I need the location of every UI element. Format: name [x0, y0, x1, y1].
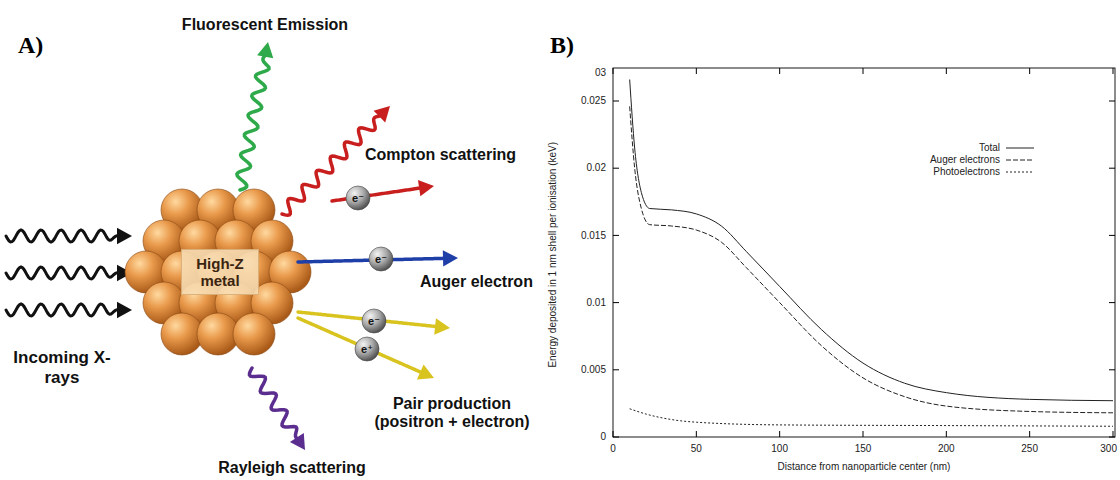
process-label: Compton scattering	[365, 146, 516, 164]
particle-ball	[369, 247, 393, 271]
y-tick-label: 0.015	[581, 230, 606, 242]
axis-title: Energy deposited in 1 nm shell per ionis…	[547, 142, 559, 368]
x-tick-label: 0	[610, 443, 616, 455]
x-tick	[696, 68, 697, 74]
y-tick	[613, 101, 619, 102]
fluorescence-wave-head	[257, 42, 273, 58]
x-tick	[779, 431, 780, 437]
total-curve	[630, 79, 1113, 400]
process-label: Pair production (positron + electron)	[358, 395, 546, 432]
y-tick-label: 0	[600, 431, 606, 443]
y-tick	[1109, 101, 1115, 102]
legend-sample	[1006, 148, 1034, 149]
x-tick-label: 50	[691, 443, 702, 455]
panel-letter: A)	[18, 32, 43, 60]
compton-electron-arrow-head	[418, 180, 434, 196]
x-tick	[696, 431, 697, 437]
fluorescence-wave	[237, 42, 273, 190]
compton-electron-arrow-shaft	[332, 188, 421, 201]
compton-wave-head	[374, 106, 390, 122]
particle-ball	[346, 186, 370, 210]
process-label: Rayleigh scattering	[218, 459, 366, 477]
y-tick-label: 03	[595, 67, 606, 79]
axis-title: Distance from nanoparticle center (nm)	[778, 461, 951, 473]
legend-text: Total	[979, 142, 1000, 154]
panel-b-chart	[613, 68, 1115, 437]
rayleigh-wave-head	[290, 433, 305, 450]
auger-curve	[630, 106, 1113, 412]
y-tick	[1109, 302, 1115, 303]
legend-sample	[1006, 172, 1034, 173]
pair-positron-arrow-head	[417, 364, 434, 379]
panel-letter: B)	[550, 32, 574, 60]
legend-sample	[1006, 160, 1034, 161]
xray-wave-shaft	[6, 230, 119, 242]
y-tick	[1109, 437, 1115, 438]
pair-positron-arrow-shaft	[298, 318, 422, 373]
fluorescence-wave-shaft	[237, 55, 269, 190]
x-tick	[863, 68, 864, 74]
x-tick	[613, 68, 614, 74]
y-tick	[613, 369, 619, 370]
x-tick-label: 100	[771, 443, 788, 455]
xray-wave-head	[117, 228, 132, 245]
y-tick	[1109, 168, 1115, 169]
x-tick-label: 300	[1100, 443, 1117, 455]
y-tick	[1109, 369, 1115, 370]
rayleigh-wave-shaft	[249, 368, 297, 439]
xray-wave-shaft	[6, 267, 119, 279]
metal-atom	[197, 313, 239, 355]
y-tick	[1109, 235, 1115, 236]
material-box: High-Z metal	[181, 249, 259, 296]
box-label: High-Z metal	[189, 255, 251, 290]
xray-wave	[6, 265, 132, 282]
x-tick	[863, 431, 864, 437]
x-tick	[946, 68, 947, 74]
x-tick	[1113, 68, 1114, 74]
process-label: Fluorescent Emission	[182, 16, 348, 34]
xray-wave	[6, 228, 132, 245]
y-tick-label: 0.01	[587, 297, 606, 309]
auger-arrow-head	[443, 250, 458, 266]
particle-symbol: e⁻	[368, 315, 380, 328]
x-tick	[613, 431, 614, 437]
xray-wave	[6, 302, 132, 319]
x-tick	[1113, 431, 1114, 437]
y-tick-label: 0.005	[581, 364, 606, 376]
x-tick	[946, 431, 947, 437]
y-tick-label: 0.02	[587, 162, 606, 174]
particle-ball	[362, 309, 386, 333]
input-label: Incoming X-rays	[7, 348, 117, 387]
metal-atom	[161, 313, 203, 355]
metal-atom	[233, 313, 275, 355]
x-tick	[779, 68, 780, 74]
x-tick-label: 250	[1021, 443, 1038, 455]
x-tick	[1029, 68, 1030, 74]
particle-ball	[355, 337, 379, 361]
plot-frame	[613, 68, 1115, 437]
y-tick	[613, 302, 619, 303]
process-label: Auger electron	[420, 273, 533, 291]
rayleigh-wave	[249, 368, 305, 450]
legend-text: Photoelectrons	[933, 166, 1000, 178]
particle-symbol: e⁻	[375, 253, 387, 266]
panel-a-art	[6, 42, 458, 450]
x-tick-label: 150	[855, 443, 872, 455]
y-tick-label: 0.025	[581, 95, 606, 107]
x-tick	[1029, 431, 1030, 437]
particle-symbol: e⁻	[352, 192, 364, 205]
xray-wave-head	[117, 302, 132, 319]
y-tick	[613, 235, 619, 236]
x-tick-label: 200	[938, 443, 955, 455]
y-tick	[613, 437, 619, 438]
particle-symbol: e⁺	[361, 343, 373, 356]
pair-electron-arrow-head	[434, 318, 450, 334]
y-tick	[613, 168, 619, 169]
xray-wave-shaft	[6, 304, 119, 316]
photoelectron-curve	[630, 409, 1113, 426]
legend-text: Auger electrons	[930, 154, 1000, 166]
